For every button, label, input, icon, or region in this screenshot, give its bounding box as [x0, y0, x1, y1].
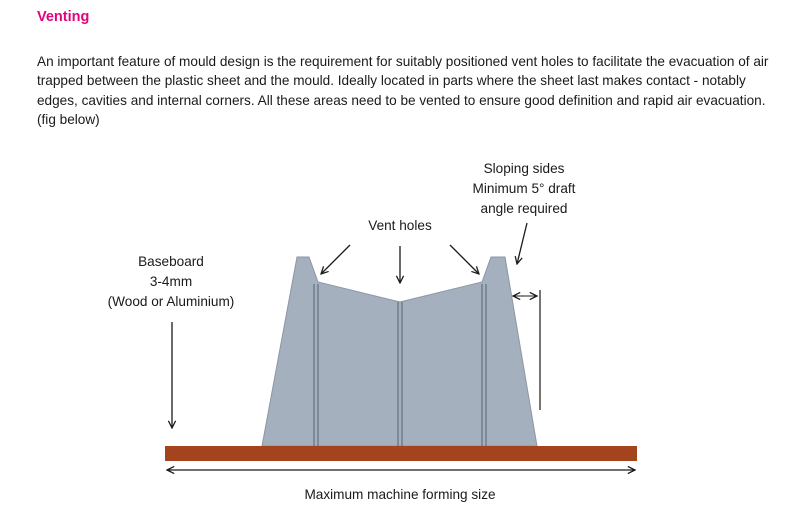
sloping-sides-label-line3: angle required — [481, 201, 568, 216]
intro-paragraph: An important feature of mould design is … — [37, 54, 769, 128]
section-heading: Venting — [37, 9, 90, 25]
vent-hole-left — [313, 284, 319, 446]
vent-arrow-left — [321, 244, 351, 274]
forming-size-label: Maximum machine forming size — [304, 487, 495, 502]
vent-hole-center — [397, 302, 403, 446]
baseboard — [165, 446, 637, 461]
vent-arrow-right — [449, 244, 479, 274]
vent-hole-right — [481, 284, 487, 446]
vent-holes-label: Vent holes — [368, 218, 432, 233]
sloping-sides-arrow — [517, 222, 528, 264]
baseboard-label-line3: (Wood or Aluminium) — [108, 294, 235, 309]
baseboard-label-line2: 3-4mm — [150, 274, 192, 289]
sloping-sides-label-line1: Sloping sides — [484, 161, 565, 176]
sloping-sides-label-line2: Minimum 5° draft — [473, 181, 576, 196]
mould-body — [261, 256, 538, 447]
baseboard-label-line1: Baseboard — [138, 254, 204, 269]
